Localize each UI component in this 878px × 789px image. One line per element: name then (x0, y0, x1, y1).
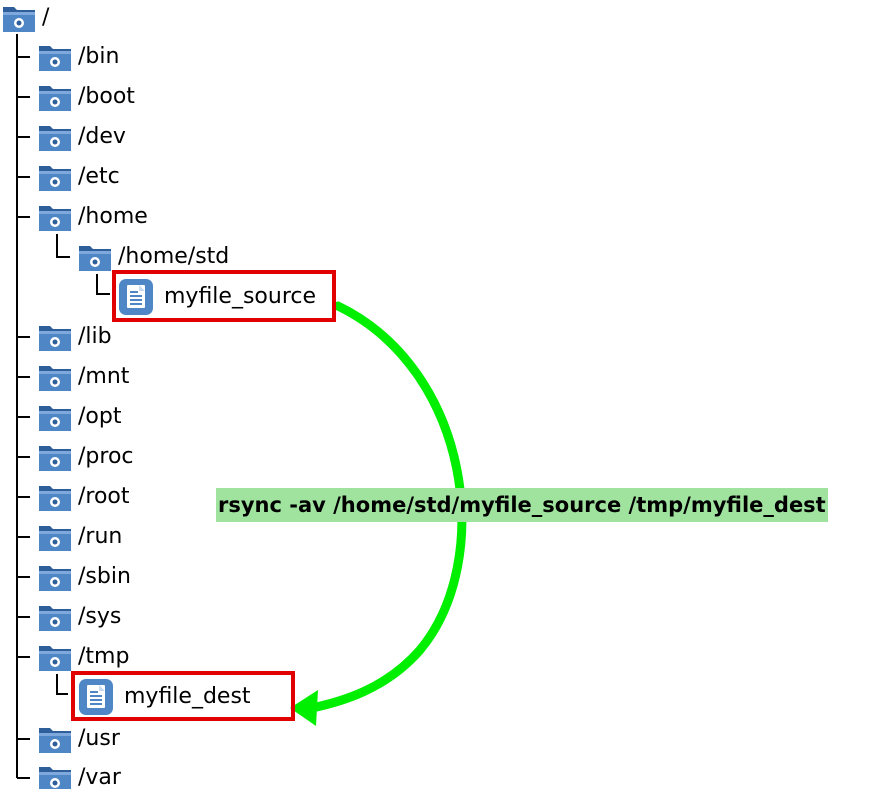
folder-icon (39, 366, 71, 391)
folder-icon (39, 728, 71, 753)
folder-icon (39, 46, 71, 71)
tree-node-usr: /usr (38, 723, 120, 755)
folder-icon (39, 326, 71, 351)
tree-node-dev: /dev (38, 121, 126, 153)
folder-label: /run (78, 524, 123, 549)
document-icon (79, 679, 113, 715)
folder-label: /bin (78, 44, 120, 69)
folder-label: /usr (78, 726, 120, 751)
document-icon (119, 279, 153, 315)
folder-label: /boot (78, 84, 135, 109)
folder-label: /sys (78, 604, 122, 629)
folder-label: /root (78, 484, 130, 509)
dest-highlight-box (71, 671, 295, 721)
folder-label: /home/std (118, 244, 230, 269)
folder-icon (79, 246, 111, 271)
folder-icon (39, 646, 71, 671)
folder-icon (39, 767, 71, 789)
tree-node-proc: /proc (38, 441, 134, 473)
folder-label: /etc (78, 164, 120, 189)
folder-icon (39, 446, 71, 471)
file-label: myfile_dest (124, 684, 251, 709)
tree-node-home-std: /home/std (78, 241, 229, 273)
folder-icon (39, 606, 71, 631)
folder-icon (39, 206, 71, 231)
tree-node-myfile-dest: myfile_dest (78, 678, 251, 716)
folder-icon (39, 486, 71, 511)
arrow-icon (307, 301, 467, 713)
file-label: myfile_source (164, 284, 317, 309)
folder-label: /sbin (78, 564, 131, 589)
folder-label: /home (78, 204, 148, 229)
folder-label: /proc (78, 444, 134, 469)
folder-label: /dev (78, 124, 126, 149)
folder-icon (39, 566, 71, 591)
tree-node-sys: /sys (38, 601, 121, 633)
rsync-command-label: rsync -av /home/std/myfile_source /tmp/m… (216, 488, 828, 522)
tree-node-myfile-source: myfile_source (118, 278, 316, 316)
folder-icon (39, 126, 71, 151)
folder-icon (39, 86, 71, 111)
tree-node-opt: /opt (38, 401, 121, 433)
tree-node-home: /home (38, 201, 148, 233)
tree-node-bin: /bin (38, 41, 119, 73)
tree-node-sbin: /sbin (38, 561, 131, 593)
folder-icon (39, 166, 71, 191)
tree-node-boot: /boot (38, 81, 135, 113)
folder-label: /lib (78, 324, 112, 349)
folder-label: /mnt (78, 364, 130, 389)
tree-node-run: /run (38, 521, 122, 553)
tree-node-etc: /etc (38, 161, 120, 193)
folder-icon (3, 7, 35, 32)
folder-label: /var (78, 765, 121, 789)
source-highlight-box (112, 270, 336, 322)
arrowhead-icon (290, 690, 318, 726)
folder-icon (39, 406, 71, 431)
tree-node-var: /var (38, 762, 121, 789)
tree-node-tmp: /tmp (38, 641, 129, 673)
folder-icon (39, 526, 71, 551)
tree-node-mnt: /mnt (38, 361, 129, 393)
tree-node-root: / (2, 2, 49, 34)
tree-node-root-dir: /root (38, 481, 130, 513)
tree-node-lib: /lib (38, 321, 112, 353)
root-label: / (42, 5, 50, 30)
folder-label: /opt (78, 404, 122, 429)
folder-label: /tmp (78, 644, 130, 669)
